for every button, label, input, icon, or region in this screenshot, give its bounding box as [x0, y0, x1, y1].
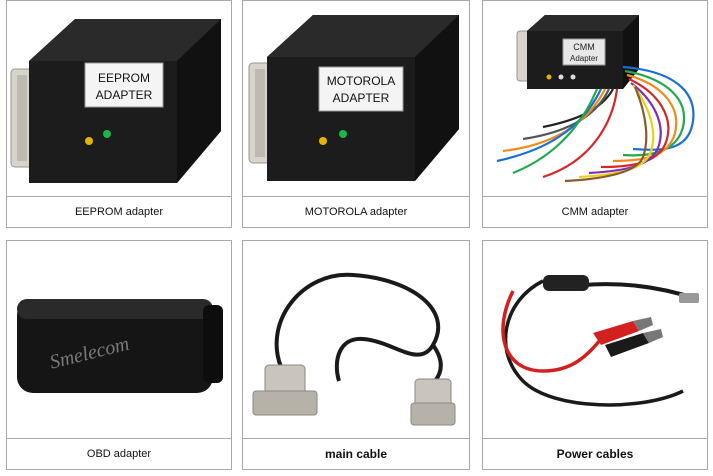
motorola-box-label-line1: MOTOROLA [327, 74, 395, 88]
product-caption: Power cables [483, 438, 707, 469]
cmm-box-label-line2: Adapter [570, 54, 598, 63]
product-caption: OBD adapter [7, 438, 231, 469]
product-card-eeprom-adapter: EEPROM ADAPTER EEPROM adapter [6, 0, 232, 228]
product-card-main-cable: main cable [242, 240, 470, 470]
obd-adapter-image: Smelecom [7, 241, 231, 439]
motorola-adapter-image: MOTOROLA ADAPTER [243, 1, 469, 197]
power-cables-image [483, 241, 707, 439]
eeprom-box-label-line2: ADAPTER [96, 88, 153, 102]
eeprom-adapter-image: EEPROM ADAPTER [7, 1, 231, 197]
product-caption: EEPROM adapter [7, 196, 231, 227]
product-caption: MOTOROLA adapter [243, 196, 469, 227]
motorola-box-label-line2: ADAPTER [333, 91, 390, 105]
product-card-obd-adapter: Smelecom OBD adapter [6, 240, 232, 470]
product-card-power-cables: Power cables [482, 240, 708, 470]
product-card-motorola-adapter: MOTOROLA ADAPTER MOTOROLA adapter [242, 0, 470, 228]
cmm-adapter-image: CMM Adapter [483, 1, 707, 197]
main-cable-image [243, 241, 469, 439]
product-card-cmm-adapter: CMM Adapter CMM adapter [482, 0, 708, 228]
eeprom-box-label-line1: EEPROM [98, 71, 150, 85]
product-caption: main cable [243, 438, 469, 469]
cmm-box-label-line1: CMM [573, 42, 595, 52]
product-caption: CMM adapter [483, 196, 707, 227]
